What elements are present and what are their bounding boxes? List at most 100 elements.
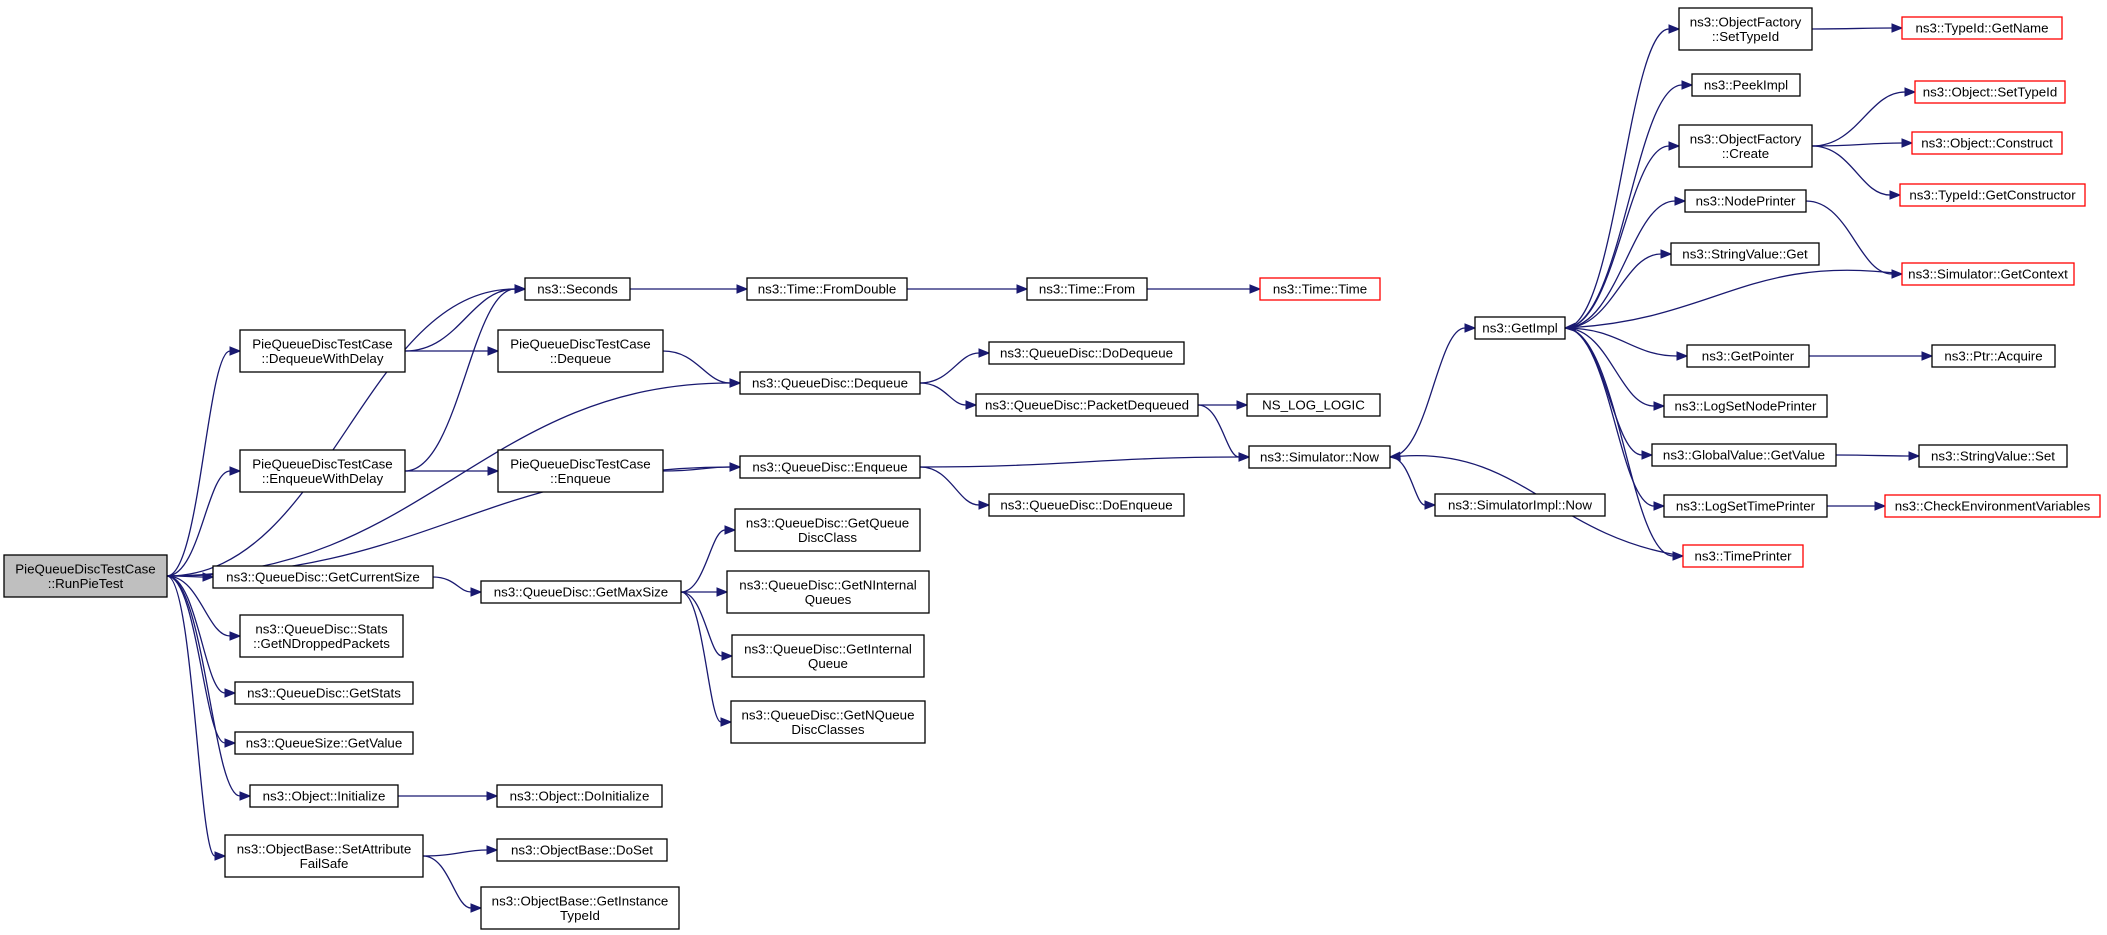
node-nslog[interactable]: NS_LOG_LOGIC (1246, 393, 1381, 417)
node-logsettimeprinter[interactable]: ns3::LogSetTimePrinter (1663, 494, 1828, 518)
arrowhead (487, 466, 500, 476)
edge-line (1574, 269, 1903, 328)
edge-line (166, 288, 516, 577)
node-root[interactable]: PieQueueDiscTestCase::RunPieTest (3, 554, 168, 598)
node-box (239, 449, 406, 493)
arrowhead (470, 587, 483, 597)
node-qsgetvalue[interactable]: ns3::QueueSize::GetValue (234, 731, 414, 755)
node-time[interactable]: ns3::Time::Time (1259, 277, 1381, 301)
node-objdoinitialize[interactable]: ns3::Object::DoInitialize (496, 784, 663, 808)
arrowhead (1016, 284, 1029, 294)
edge-line (1564, 327, 1655, 507)
node-pqdequeue[interactable]: PieQueueDiscTestCase::Dequeue (497, 329, 664, 373)
arrowhead (729, 462, 742, 472)
node-fromdouble[interactable]: ns3::Time::FromDouble (746, 277, 908, 301)
node-typeidgetname[interactable]: ns3::TypeId::GetName (1901, 16, 2063, 40)
edge-line (1811, 142, 1903, 147)
node-getimpl[interactable]: ns3::GetImpl (1474, 316, 1566, 340)
edge-line (166, 575, 231, 637)
node-ptracquire[interactable]: ns3::Ptr::Acquire (1931, 344, 2056, 368)
node-label: ::EnqueueWithDelay (262, 471, 384, 486)
node-label: FailSafe (300, 856, 349, 871)
arrowhead (487, 346, 500, 356)
edge-line (1564, 253, 1662, 329)
node-simnow[interactable]: ns3::Simulator::Now (1248, 445, 1391, 469)
edge-getimpl-to-svget (1564, 249, 1673, 329)
node-objinitialize[interactable]: ns3::Object::Initialize (249, 784, 399, 808)
node-checkenv[interactable]: ns3::CheckEnvironmentVariables (1884, 494, 2101, 518)
arrowhead (224, 738, 237, 748)
node-getstats[interactable]: ns3::QueueDisc::GetStats (234, 681, 414, 705)
arrowhead (514, 284, 527, 294)
arrowhead (1563, 322, 1576, 333)
edge-getimpl-to-peekimpl (1564, 80, 1694, 329)
edge-getpointer-to-ptracquire (1809, 351, 1934, 361)
node-dodequeue[interactable]: ns3::QueueDisc::DoDequeue (988, 341, 1185, 365)
node-label: ns3::LogSetNodePrinter (1675, 399, 1817, 414)
node-box (1246, 393, 1381, 417)
node-label: ns3::ObjectBase::DoSet (511, 843, 653, 858)
node-box (1434, 493, 1606, 517)
node-label: Queue (808, 656, 848, 671)
edge-line (1811, 145, 1891, 196)
node-box (1663, 494, 1828, 518)
node-simimplnow[interactable]: ns3::SimulatorImpl::Now (1434, 493, 1606, 517)
node-doset[interactable]: ns3::ObjectBase::DoSet (496, 838, 668, 862)
node-pqenqueue[interactable]: PieQueueDiscTestCase::Enqueue (497, 449, 664, 493)
node-simgetcontext[interactable]: ns3::Simulator::GetContext (1901, 262, 2075, 286)
node-box (746, 277, 908, 301)
edge-line (680, 591, 722, 723)
edge-line (166, 470, 231, 577)
node-objconstruct[interactable]: ns3::Object::Construct (1911, 131, 2063, 155)
node-dequeuewithdelay[interactable]: PieQueueDiscTestCase::DequeueWithDelay (239, 329, 406, 373)
node-ofcreate[interactable]: ns3::ObjectFactory::Create (1678, 124, 1813, 168)
node-label: ::Create (1722, 146, 1769, 161)
node-seconds[interactable]: ns3::Seconds (524, 277, 631, 301)
node-getmaxsize[interactable]: ns3::QueueDisc::GetMaxSize (480, 580, 682, 604)
edge-root-to-dequeuewithdelay (166, 346, 242, 577)
node-from[interactable]: ns3::Time::From (1026, 277, 1148, 301)
node-getconstructor[interactable]: ns3::TypeId::GetConstructor (1899, 183, 2086, 207)
node-doenqueue[interactable]: ns3::QueueDisc::DoEnqueue (988, 493, 1185, 517)
arrowhead (1238, 452, 1251, 462)
node-label: ns3::ObjectBase::GetInstance (492, 893, 669, 908)
node-getpointer[interactable]: ns3::GetPointer (1686, 344, 1810, 368)
edge-getmaxsize-to-getqueuediscclass (680, 525, 737, 593)
node-label: ns3::QueueDisc::DoEnqueue (1000, 498, 1172, 513)
node-objsettypeid[interactable]: ns3::Object::SetTypeId (1914, 80, 2066, 104)
node-getcurrentsize[interactable]: ns3::QueueDisc::GetCurrentSize (212, 565, 434, 589)
edge-enqueuewithdelay-to-seconds (404, 284, 527, 472)
node-box (3, 554, 168, 598)
node-logsetnodeprinter[interactable]: ns3::LogSetNodePrinter (1663, 394, 1828, 418)
node-statsgetndropped[interactable]: ns3::QueueDisc::Stats::GetNDroppedPacket… (239, 614, 404, 658)
node-packetdequeued[interactable]: ns3::QueueDisc::PacketDequeued (975, 393, 1199, 417)
node-gvgetvalue[interactable]: ns3::GlobalValue::GetValue (1651, 443, 1837, 467)
node-label: DiscClasses (791, 722, 864, 737)
node-enqueuewithdelay[interactable]: PieQueueDiscTestCase::EnqueueWithDelay (239, 449, 406, 493)
node-nodeprinter[interactable]: ns3::NodePrinter (1684, 189, 1807, 213)
node-timeprinter[interactable]: ns3::TimePrinter (1682, 544, 1804, 568)
node-box (1678, 124, 1813, 168)
node-qddequeue[interactable]: ns3::QueueDisc::Dequeue (739, 371, 921, 395)
node-label: ns3::Time::Time (1273, 282, 1367, 297)
node-box (480, 580, 682, 604)
arrowhead (1674, 196, 1687, 206)
edge-line (166, 575, 216, 857)
node-qdenqueue[interactable]: ns3::QueueDisc::Enqueue (739, 455, 921, 479)
node-peekimpl[interactable]: ns3::PeekImpl (1691, 73, 1801, 97)
node-svset[interactable]: ns3::StringValue::Set (1918, 444, 2068, 468)
edge-line (1564, 327, 1674, 557)
node-svget[interactable]: ns3::StringValue::Get (1670, 242, 1820, 266)
node-ofsettypeid[interactable]: ns3::ObjectFactory::SetTypeId (1678, 7, 1813, 51)
edge-line (422, 849, 488, 857)
node-label: ns3::QueueDisc::GetQueue (746, 515, 909, 530)
arrowhead (229, 466, 242, 476)
edge-root-to-setattrfailsafe (166, 575, 227, 861)
